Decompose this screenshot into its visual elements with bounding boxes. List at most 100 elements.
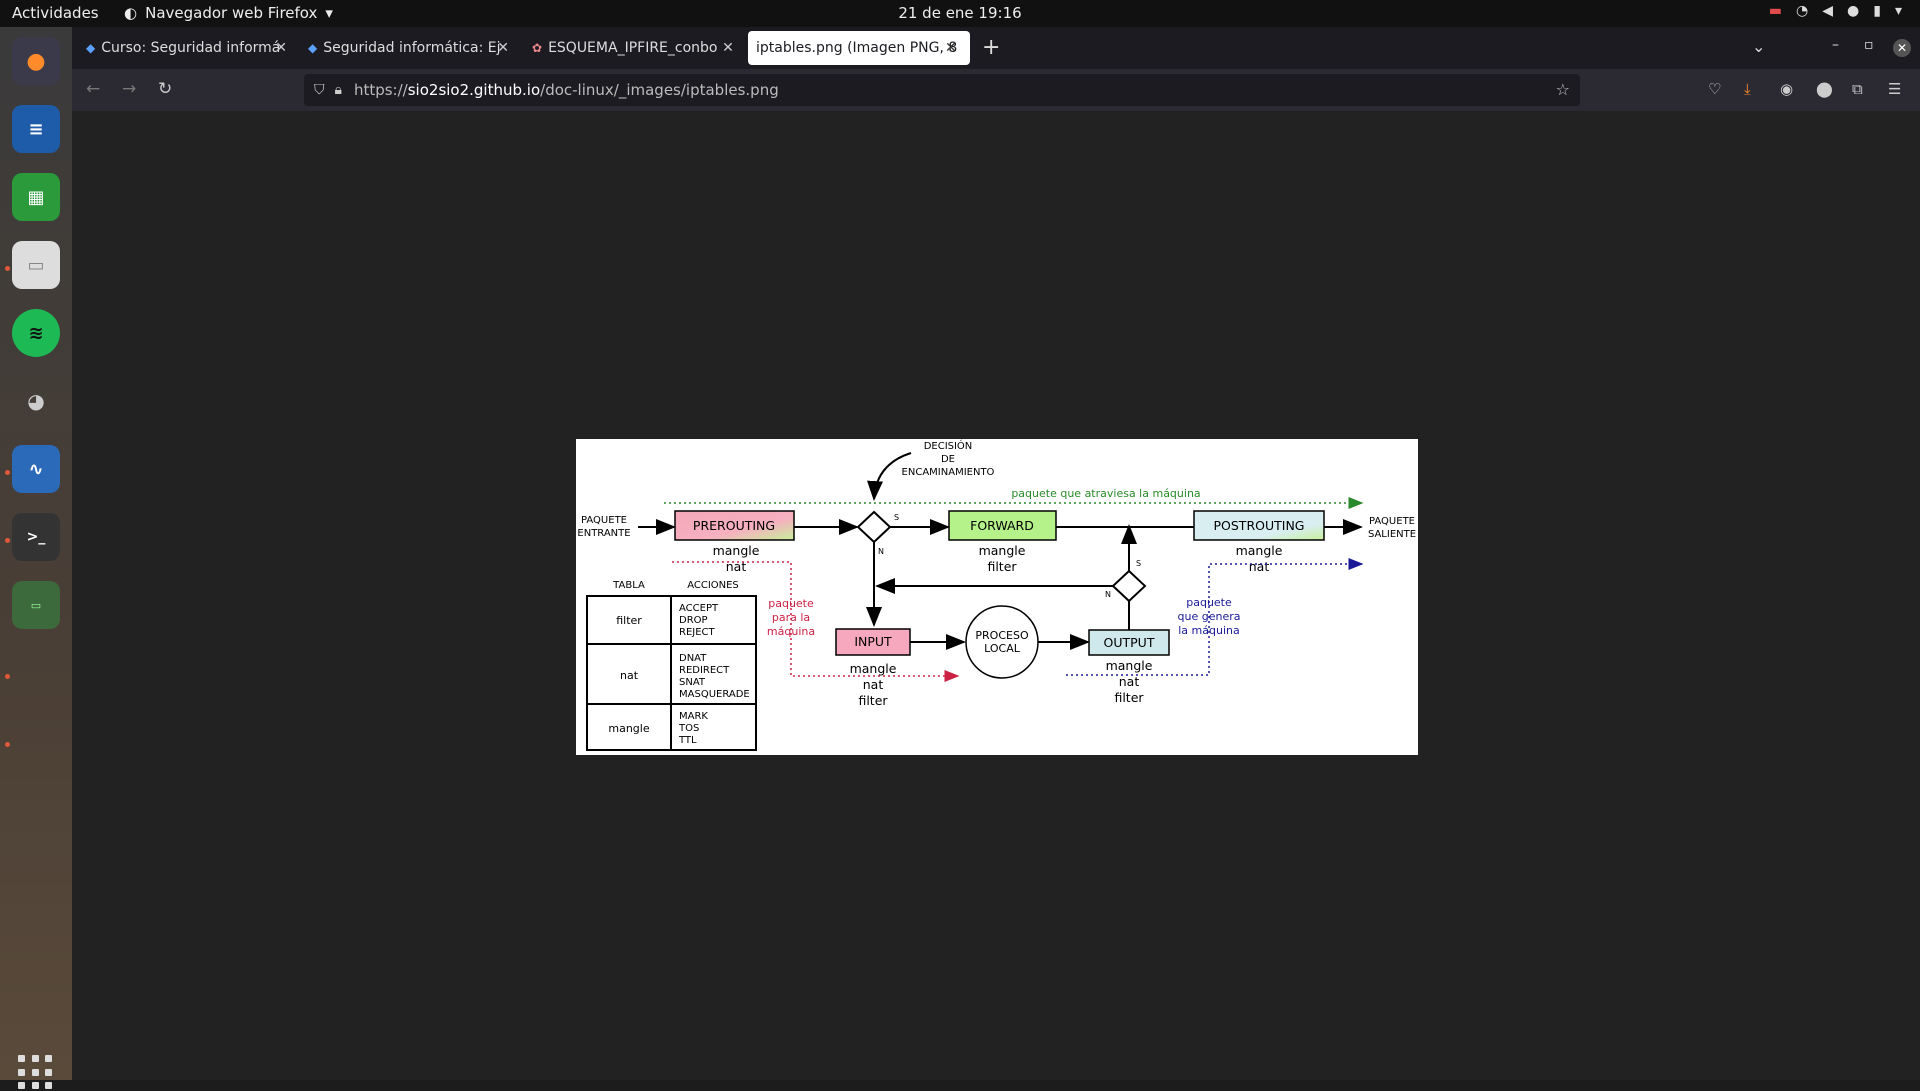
generated-label: la máquina (1178, 624, 1239, 637)
show-apps-icon[interactable] (18, 1055, 54, 1091)
legend-action: REJECT (679, 627, 716, 638)
back-icon[interactable]: ← (86, 79, 101, 99)
output-label: OUTPUT (1104, 635, 1155, 650)
legend-action: DNAT (679, 653, 707, 664)
close-icon[interactable]: ✕ (275, 40, 287, 56)
running-indicator (5, 266, 10, 271)
close-icon[interactable]: ✕ (497, 40, 509, 56)
gimp-icon[interactable]: ◕ (27, 389, 45, 413)
writer-icon[interactable]: ≡ (12, 105, 60, 153)
output-decision-diamond (1111, 569, 1147, 603)
url-host: sio2sio2.github.io (407, 81, 541, 99)
outgoing-label: SALIENTE (1368, 529, 1416, 540)
running-indicator (5, 742, 10, 747)
generated-path (1066, 558, 1364, 676)
app-menu[interactable]: ◐ Navegador web Firefox ▾ (124, 4, 333, 22)
diagram-svg: DECISIÓN DE ENCAMINAMIENTO paquete que a… (577, 439, 1416, 751)
wifi-icon[interactable]: ◔ (1796, 3, 1809, 19)
close-icon[interactable]: ✕ (945, 40, 957, 56)
gnome-top-bar: Actividades ◐ Navegador web Firefox ▾ 21… (0, 0, 1920, 27)
for-machine-label: máquina (767, 625, 815, 638)
output-box (1088, 629, 1170, 656)
tab-label: ESQUEMA_IPFIRE_conbo (548, 40, 718, 56)
list-tabs-icon[interactable]: ⌄ (1752, 37, 1766, 56)
postrouting-box (1193, 510, 1325, 541)
for-machine-path (672, 561, 960, 682)
legend-action: MASQUERADE (679, 689, 750, 700)
legend-table-name: nat (620, 669, 639, 682)
no-label: N (1105, 590, 1111, 599)
firefox-icon[interactable]: ● (12, 37, 60, 85)
local-process-label: PROCESO (975, 629, 1029, 642)
iptables-diagram[interactable]: DECISIÓN DE ENCAMINAMIENTO paquete que a… (576, 439, 1418, 755)
decision-label: DE (941, 454, 955, 465)
tab-esquema[interactable]: ✿ ESQUEMA_IPFIRE_conbo ✕ (524, 31, 742, 65)
battery-icon[interactable]: ▮ (1873, 3, 1881, 19)
url-text[interactable]: https://sio2sio2.github.io/doc-linux/_im… (354, 81, 779, 99)
reload-icon[interactable]: ↻ (158, 79, 173, 99)
dock: ● ≡ ▦ ▭ ≋ ◕ ∿ >_ ▭ (0, 27, 72, 1090)
input-table: mangle (850, 661, 897, 676)
routing-decision-diamond (856, 510, 892, 544)
legend-action: SNAT (679, 677, 706, 688)
legend-action: ACCEPT (679, 603, 719, 614)
shield-icon[interactable]: ⛉ (314, 82, 325, 98)
terminal-icon[interactable]: >_ (12, 513, 60, 561)
account-icon[interactable]: ◉ (1780, 80, 1794, 98)
url-path: /doc-linux/_images/iptables.png (540, 81, 779, 99)
legend-header-table: TABLA (612, 580, 645, 591)
notes-app-icon[interactable]: ▭ (12, 581, 60, 629)
for-machine-label: paquete (768, 597, 814, 610)
output-table: filter (1114, 690, 1144, 705)
menu-icon[interactable]: ☰ (1888, 80, 1902, 98)
forward-icon[interactable]: → (122, 79, 137, 99)
firefox-window: ◆ Curso: Seguridad informá ✕ ◆ Seguridad… (72, 27, 1920, 1080)
legend-action: MARK (679, 711, 708, 722)
lock-icon[interactable]: 🔒︎ (334, 82, 342, 98)
new-tab-button[interactable]: + (982, 35, 1001, 60)
running-indicator (5, 674, 10, 679)
files-icon[interactable]: ▭ (12, 241, 60, 289)
close-icon[interactable]: ✕ (722, 40, 734, 56)
firefox-app-icon: ◐ (124, 4, 138, 22)
activities-button[interactable]: Actividades (12, 4, 99, 22)
moodle-icon: ◆ (86, 41, 96, 55)
container-icon[interactable]: ⬤ (1816, 80, 1833, 98)
url-scheme: https:// (353, 81, 408, 99)
screen-record-icon[interactable]: ▬ (1768, 3, 1783, 19)
yes-label: S (1136, 559, 1141, 568)
restore-icon[interactable]: ▫ (1864, 37, 1874, 53)
spotify-icon[interactable]: ≋ (12, 309, 60, 357)
forward-table: mangle (979, 543, 1026, 558)
microphone-icon[interactable]: ● (1847, 3, 1860, 19)
tab-iptables[interactable]: iptables.png (Imagen PNG, 8 ✕ (748, 31, 970, 65)
forward-box (948, 510, 1057, 541)
traverse-label: paquete que atraviesa la máquina (1011, 487, 1200, 500)
window-close-icon[interactable]: ✕ (1893, 39, 1911, 57)
prerouting-table: mangle (713, 543, 760, 558)
pocket-icon[interactable]: ♡ (1708, 80, 1722, 98)
extensions-icon[interactable]: ⧉ (1852, 80, 1863, 98)
system-monitor-icon[interactable]: ∿ (12, 445, 60, 493)
postrouting-label: POSTROUTING (1214, 518, 1305, 533)
tab-seguridad[interactable]: ◆ Seguridad informática: Ej ✕ (300, 31, 518, 65)
running-indicator (5, 470, 10, 475)
minimize-icon[interactable]: – (1832, 37, 1839, 53)
running-indicator (5, 538, 10, 543)
input-box (835, 628, 911, 656)
tab-bar: ◆ Curso: Seguridad informá ✕ ◆ Seguridad… (72, 27, 1920, 69)
outgoing-label: PAQUETE (1369, 516, 1415, 527)
clock[interactable]: 21 de ene 19:16 (898, 4, 1022, 22)
output-table: mangle (1106, 658, 1153, 673)
bookmark-star-icon[interactable]: ☆ (1555, 80, 1570, 99)
volume-icon[interactable]: ◀ (1822, 3, 1834, 19)
chevron-down-icon[interactable]: ▾ (1894, 3, 1902, 19)
system-tray[interactable]: ▬ ◔ ◀ ● ▮ ▾ (1769, 3, 1902, 19)
downloads-icon[interactable]: ⤓ (1744, 80, 1751, 98)
calc-icon[interactable]: ▦ (12, 173, 60, 221)
url-bar[interactable]: ⛉ 🔒︎ https://sio2sio2.github.io/doc-linu… (304, 74, 1580, 106)
postrouting-table: mangle (1236, 543, 1283, 558)
tab-curso[interactable]: ◆ Curso: Seguridad informá ✕ (78, 31, 296, 65)
legend-action: DROP (679, 615, 708, 626)
decision-label: ENCAMINAMIENTO (902, 467, 995, 478)
